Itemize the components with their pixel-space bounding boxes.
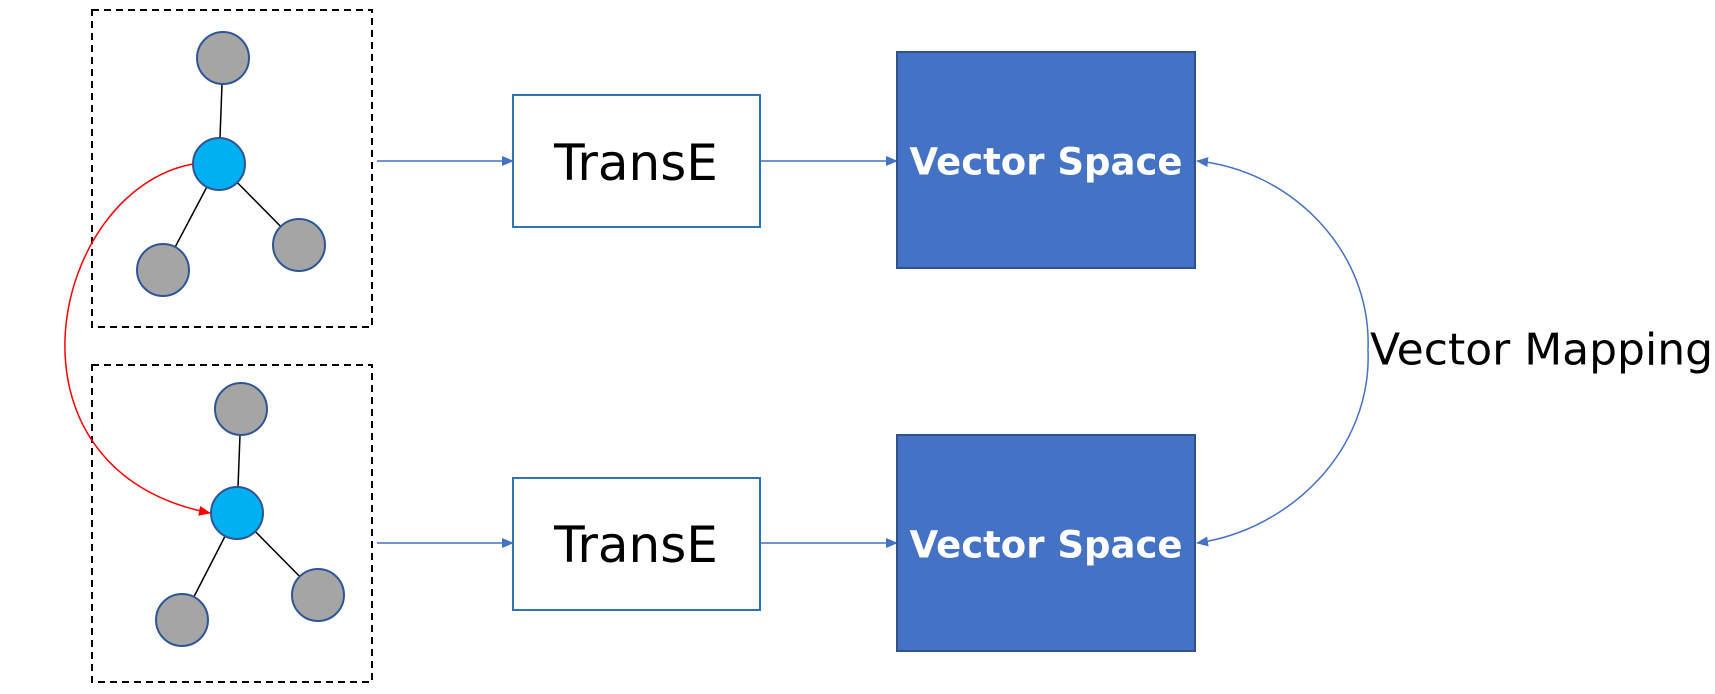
vector-mapping-arrow [1196, 157, 1369, 351]
vector-space-label-top: Vector Space [909, 141, 1182, 184]
leaf-node [155, 593, 209, 647]
vector-mapping-arrow [1196, 349, 1369, 547]
leaf-node [136, 243, 190, 297]
leaf-node [196, 31, 250, 85]
center-node [210, 486, 264, 540]
leaf-node [214, 382, 268, 436]
graph-panel-top [91, 9, 373, 328]
vector-mapping-label: Vector Mapping [1370, 325, 1713, 376]
vector-space-box-bottom: Vector Space [896, 434, 1196, 652]
transe-label-bottom: TransE [553, 516, 718, 574]
entity-alignment-arrow [64, 163, 211, 516]
vector-space-box-top: Vector Space [896, 51, 1196, 269]
transe-box-bottom: TransE [512, 477, 761, 611]
transe-box-top: TransE [512, 94, 761, 228]
center-node [192, 137, 246, 191]
leaf-node [291, 568, 345, 622]
leaf-node [272, 218, 326, 272]
vector-space-label-bottom: Vector Space [909, 524, 1182, 567]
graph-panel-bottom-border [91, 364, 373, 683]
graph-panel-top-border [91, 9, 373, 328]
transe-label-top: TransE [553, 134, 718, 192]
graph-panel-bottom [91, 364, 373, 683]
